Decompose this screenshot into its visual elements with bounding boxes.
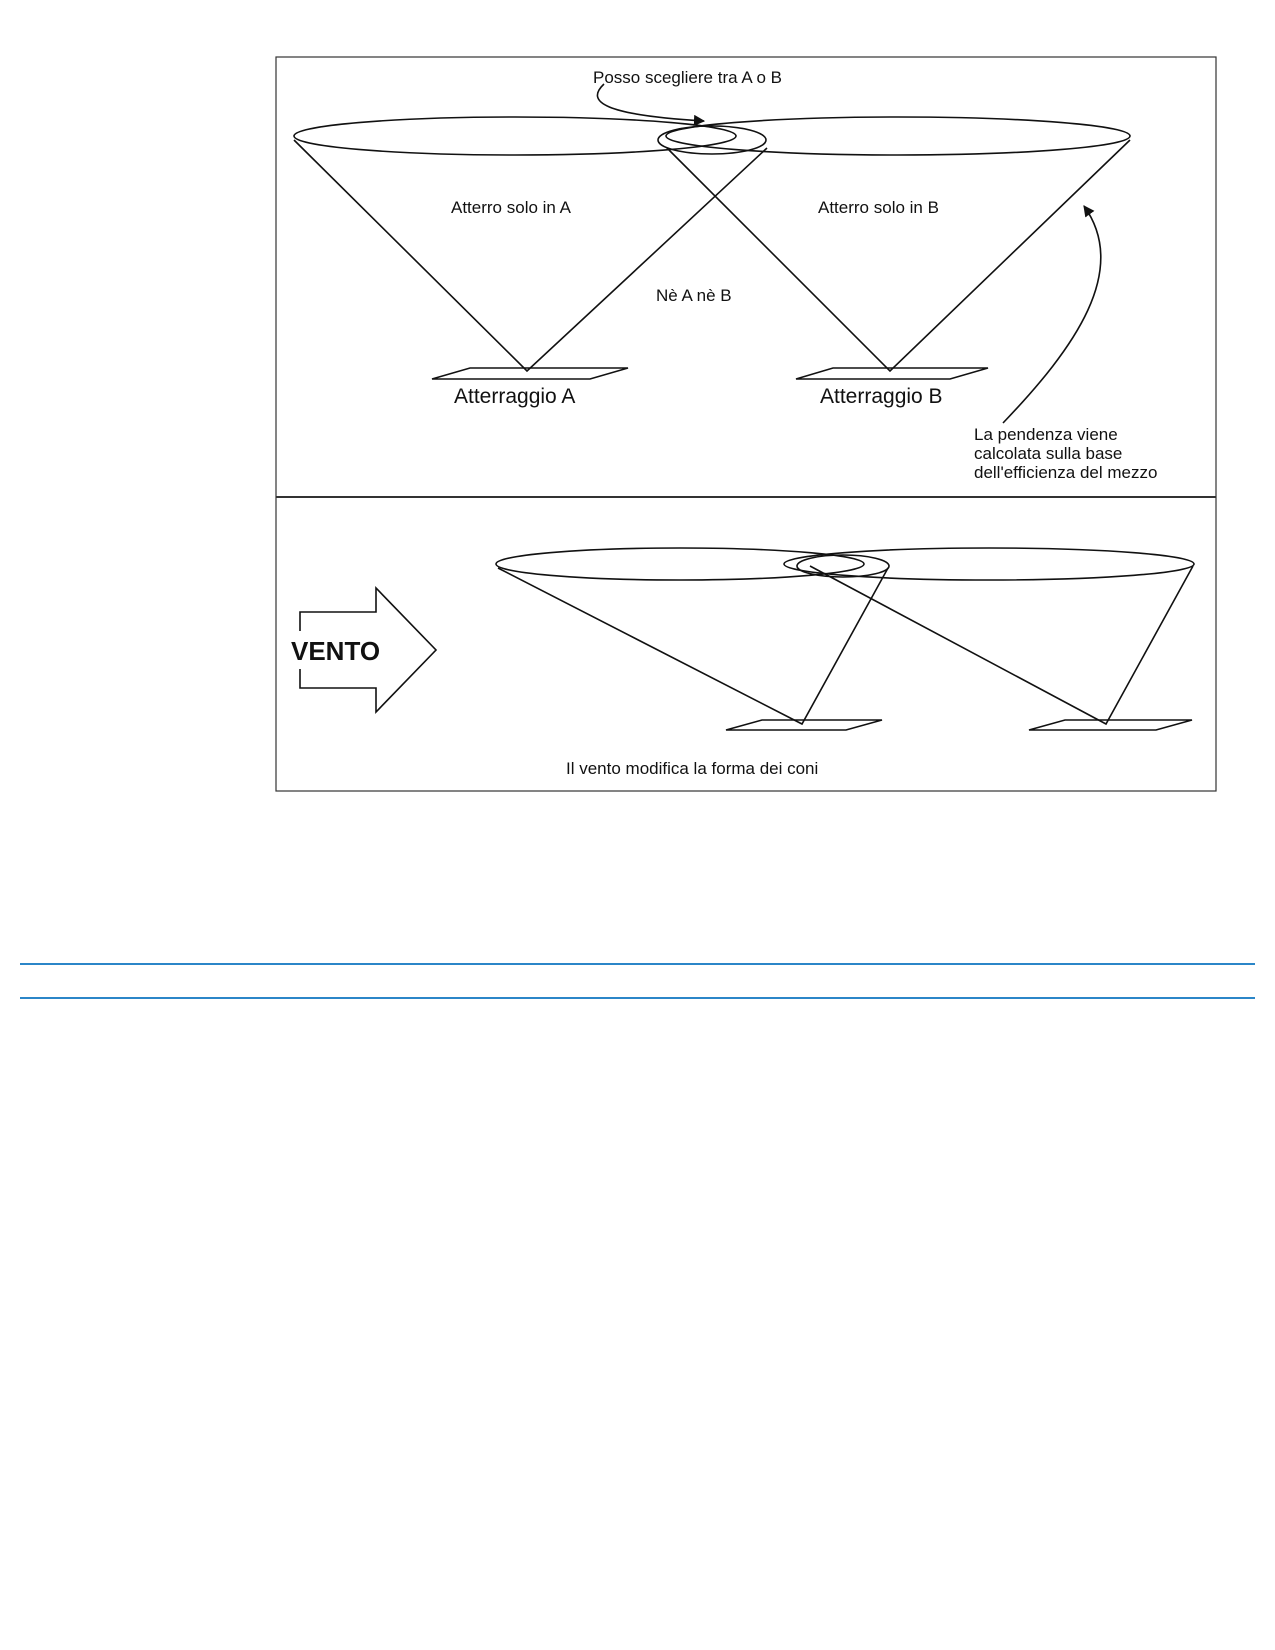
top-panel bbox=[293, 83, 1131, 424]
wind-arrow-icon bbox=[299, 586, 438, 714]
wind-cone-b-outline bbox=[809, 565, 1194, 726]
landing-pad-b bbox=[795, 367, 989, 380]
wind-overlap-ellipse bbox=[796, 554, 890, 578]
cone-a-ellipse bbox=[293, 116, 737, 156]
zone-b-label: Atterro solo in B bbox=[818, 198, 939, 217]
figure-frame bbox=[275, 56, 1217, 792]
slope-pointer-arrow bbox=[1002, 205, 1102, 424]
wind-landing-pad-a bbox=[725, 719, 883, 731]
slope-note-line-3: dell'efficienza del mezzo bbox=[974, 463, 1157, 482]
zone-a-label: Atterro solo in A bbox=[451, 198, 572, 217]
neither-label: Nè A nè B bbox=[656, 286, 732, 305]
overlap-ellipse bbox=[657, 125, 767, 155]
wind-cone-a-outline bbox=[497, 567, 889, 726]
landing-a-label: Atterraggio A bbox=[454, 385, 575, 408]
wind-landing-pad-b bbox=[1028, 719, 1193, 731]
choice-pointer-arrow bbox=[596, 83, 706, 126]
slope-note-line-1: La pendenza viene bbox=[974, 425, 1118, 444]
landing-b-label: Atterraggio B bbox=[820, 385, 943, 408]
cone-b-outline bbox=[666, 139, 1131, 373]
top-rule bbox=[20, 963, 1255, 965]
wind-cone-b-ellipse bbox=[783, 547, 1195, 581]
wind-label-backdrop bbox=[288, 631, 384, 669]
landing-pad-a bbox=[431, 367, 629, 380]
wind-cone-a-ellipse bbox=[495, 547, 865, 581]
bottom-rule bbox=[20, 997, 1255, 999]
wind-caption: Il vento modifica la forma dei coni bbox=[566, 759, 818, 778]
cone-a-outline bbox=[293, 139, 768, 373]
cone-b-ellipse bbox=[665, 116, 1131, 156]
wind-label: VENTO bbox=[291, 636, 380, 666]
slope-note-line-2: calcolata sulla base bbox=[974, 444, 1122, 463]
bottom-panel bbox=[299, 547, 1195, 731]
slope-note: La pendenza viene calcolata sulla base d… bbox=[974, 425, 1157, 482]
choice-label: Posso scegliere tra A o B bbox=[593, 68, 782, 87]
